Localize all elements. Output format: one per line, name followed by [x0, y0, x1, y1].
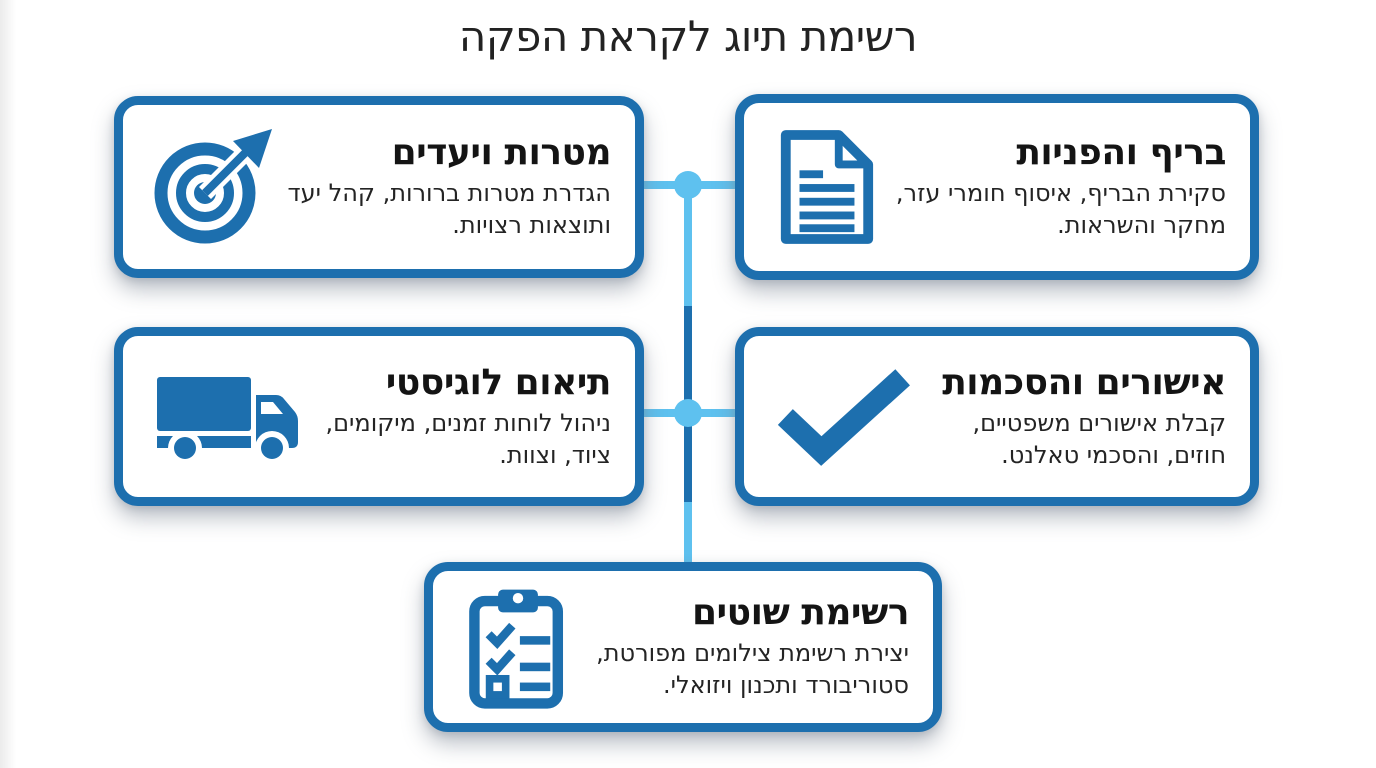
- connector-vertical-top: [684, 185, 692, 306]
- card-goals-text: מטרות ויעדים הגדרת מטרות ברורות, קהל יעד…: [277, 132, 611, 241]
- card-approvals: אישורים והסכמות קבלת אישורים משפטיים, חו…: [735, 327, 1259, 506]
- card-shotlist-title: רשימת שוטים: [691, 592, 910, 634]
- checkmark-icon: [774, 367, 914, 467]
- card-approvals-text: אישורים והסכמות קבלת אישורים משפטיים, חו…: [914, 362, 1226, 471]
- connector-vertical-bottom: [684, 502, 692, 566]
- clipboard-icon: [463, 584, 573, 711]
- card-brief-description: סקירת הבריף, איסוף חומרי עזר, מחקר והשרא…: [895, 179, 1226, 239]
- card-shotlist: רשימת שוטים יצירת רשימת צילומים מפורטת, …: [424, 562, 942, 732]
- junction-dot-middle: [674, 399, 702, 427]
- document-icon: [774, 127, 878, 247]
- card-shotlist-description: יצירת רשימת צילומים מפורטת, סטוריבורד ות…: [596, 639, 909, 699]
- card-logistics-text: תיאום לוגיסטי ניהול לוחות זמנים, מיקומים…: [301, 361, 612, 471]
- card-goals-description: הגדרת מטרות ברורות, קהל יעד ותוצאות רצוי…: [287, 179, 611, 239]
- card-brief: בריף והפניות סקירת הבריף, איסוף חומרי עז…: [735, 94, 1259, 280]
- card-goals: מטרות ויעדים הגדרת מטרות ברורות, קהל יעד…: [114, 96, 644, 278]
- card-shotlist-text: רשימת שוטים יצירת רשימת צילומים מפורטת, …: [573, 592, 909, 701]
- card-brief-text: בריף והפניות סקירת הבריף, איסוף חומרי עז…: [881, 132, 1227, 241]
- card-approvals-description: קבלת אישורים משפטיים, חוזים, והסכמי טאלנ…: [972, 408, 1226, 469]
- junction-dot-top: [674, 171, 702, 199]
- card-goals-title: מטרות ויעדים: [391, 132, 612, 174]
- card-logistics: תיאום לוגיסטי ניהול לוחות זמנים, מיקומים…: [114, 327, 644, 506]
- truck-icon: [153, 365, 301, 469]
- card-approvals-title: אישורים והסכמות: [942, 361, 1226, 403]
- card-logistics-title: תיאום לוגיסטי: [385, 361, 612, 403]
- card-logistics-description: ניהול לוחות זמנים, מיקומים, ציוד, וצוות.: [325, 408, 612, 469]
- target-icon: [153, 127, 277, 247]
- card-brief-title: בריף והפניות: [1016, 132, 1226, 174]
- page-title: רשימת תיוג לקראת הפקה: [458, 12, 918, 61]
